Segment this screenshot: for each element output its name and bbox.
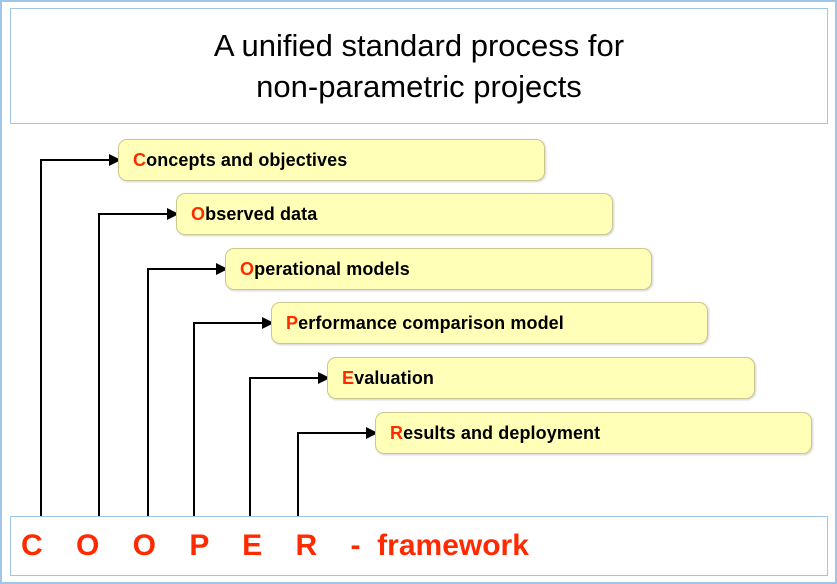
- step-label: Results and deployment: [376, 423, 600, 444]
- step-rest: bserved data: [205, 203, 318, 224]
- step-rest: valuation: [354, 367, 435, 388]
- step-label: Evaluation: [328, 368, 434, 389]
- step-rest: esults and deployment: [403, 422, 601, 443]
- step-box-evaluation[interactable]: Evaluation: [327, 357, 755, 399]
- step-initial: P: [286, 312, 299, 333]
- page-title: A unified standard process for non-param…: [213, 27, 625, 104]
- step-initial: E: [342, 367, 355, 388]
- step-box-operational-models[interactable]: Operational models: [225, 248, 652, 290]
- step-initial: O: [240, 258, 255, 279]
- step-initial: C: [133, 149, 147, 170]
- step-box-performance-comparison-model[interactable]: Performance comparison model: [271, 302, 708, 344]
- step-rest: oncepts and objectives: [146, 149, 348, 170]
- step-label: Concepts and objectives: [119, 150, 347, 171]
- step-initial: R: [390, 422, 404, 443]
- step-rest: erformance comparison model: [298, 312, 564, 333]
- step-label: Observed data: [177, 204, 317, 225]
- step-label: Performance comparison model: [272, 313, 564, 334]
- step-box-results-and-deployment[interactable]: Results and deployment: [375, 412, 812, 454]
- framework-acronym: C O O P E R - framework: [21, 529, 529, 562]
- step-box-concepts[interactable]: Concepts and objectives: [118, 139, 545, 181]
- step-label: Operational models: [226, 259, 410, 280]
- step-initial: O: [191, 203, 206, 224]
- title-box: A unified standard process for non-param…: [10, 8, 828, 124]
- step-rest: perational models: [254, 258, 410, 279]
- step-box-observed-data[interactable]: Observed data: [176, 193, 613, 235]
- framework-bar: C O O P E R - framework: [10, 516, 828, 576]
